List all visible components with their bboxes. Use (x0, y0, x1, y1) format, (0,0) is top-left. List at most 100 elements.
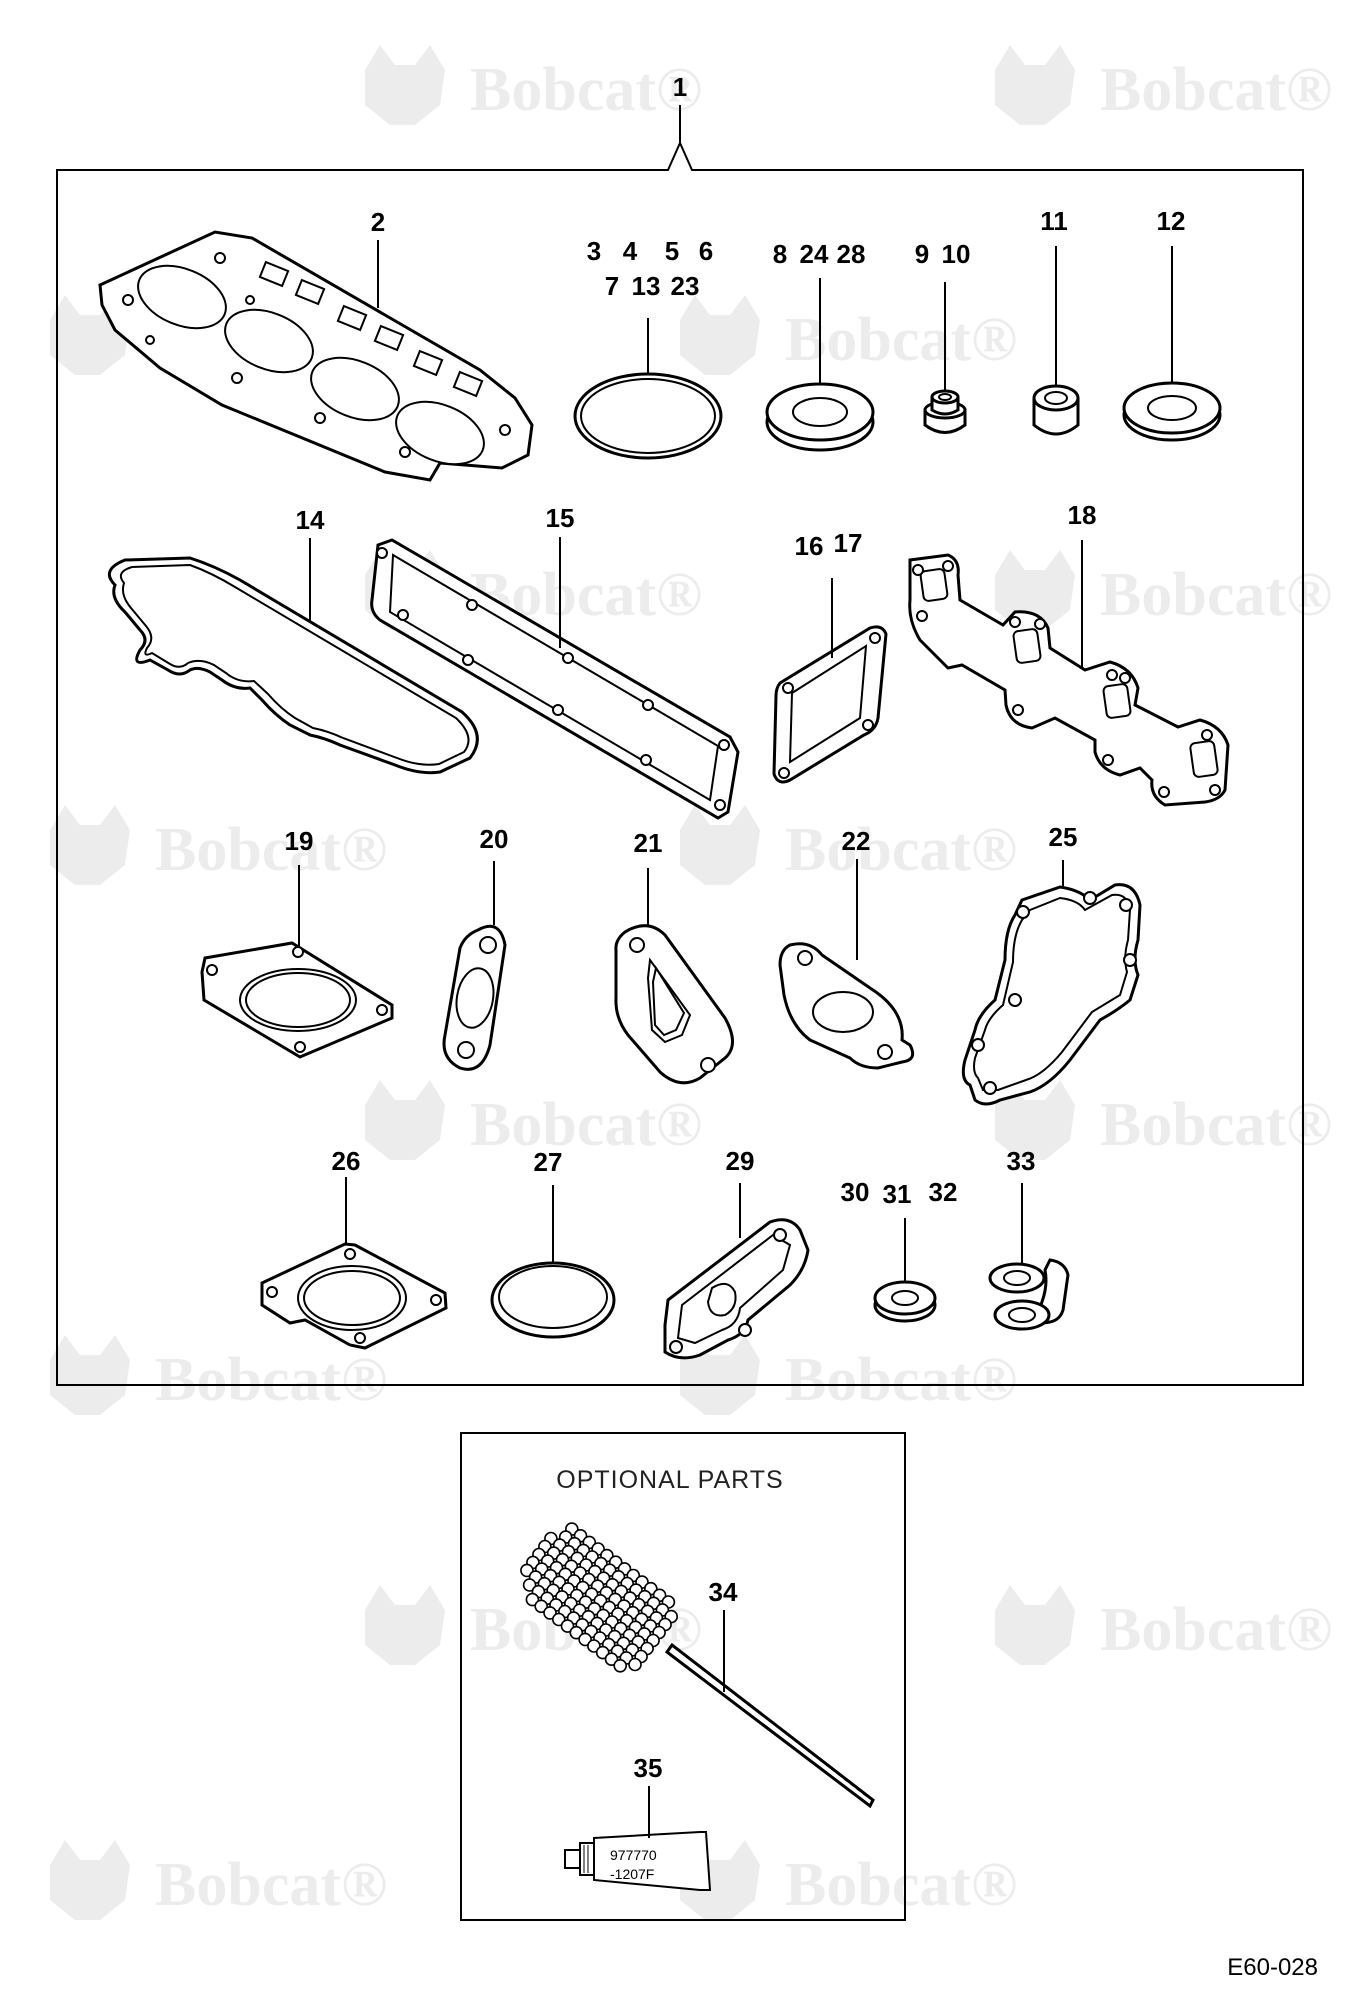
bobcat-watermark-text: Bobcat® (155, 1346, 387, 1414)
bobcat-logo-icon (995, 550, 1075, 630)
callout-28: 28 (837, 239, 866, 269)
callout-19: 19 (285, 826, 314, 856)
bobcat-watermark-text: Bobcat® (785, 306, 1017, 374)
part-29-cover-gasket (663, 1218, 810, 1360)
brush-ball (628, 1657, 642, 1672)
bobcat-watermark-text: Bobcat® (155, 816, 387, 884)
bobcat-watermark-text: Bobcat® (1100, 1091, 1332, 1159)
callout-20: 20 (480, 824, 509, 854)
tube-label-line-2: -1207F (610, 1866, 654, 1882)
bobcat-watermark-text: Bobcat® (1100, 1596, 1332, 1664)
optional-parts-frame (460, 1432, 906, 1921)
part-25-pump-gasket (961, 883, 1142, 1106)
callout-21: 21 (634, 828, 663, 858)
callout-35: 35 (634, 1753, 663, 1783)
brush-ball (613, 1659, 628, 1673)
bobcat-watermark-text: Bobcat® (1100, 56, 1332, 124)
brush-ball-cluster (520, 1522, 679, 1673)
callout-15: 15 (546, 503, 575, 533)
bobcat-watermark: Bobcat® (50, 805, 387, 885)
callout-13: 13 (632, 271, 661, 301)
bobcat-watermark: Bobcat® (50, 1840, 387, 1920)
callout-26: 26 (332, 1146, 361, 1176)
callout-9: 9 (915, 239, 929, 269)
brush-ball (587, 1639, 601, 1653)
callout-7: 7 (605, 271, 619, 301)
callout-33: 33 (1007, 1146, 1036, 1176)
part-3-o-ring-inner (580, 378, 716, 454)
bobcat-watermark: Bobcat® (995, 1080, 1332, 1160)
bobcat-watermark-text: Bobcat® (470, 1091, 702, 1159)
bobcat-watermark: Bobcat® (50, 1335, 387, 1415)
bobcat-watermark: Bobcat® (365, 1080, 702, 1160)
brush-ball (578, 1632, 592, 1647)
callout-10: 10 (942, 239, 971, 269)
bobcat-watermark: Bobcat® (680, 805, 1017, 885)
part-16-square-gasket (772, 625, 888, 784)
callout-6: 6 (699, 236, 713, 266)
part-26-gasket (260, 1242, 448, 1350)
bobcat-logo-icon (50, 805, 130, 885)
part-33-double-seal (988, 1258, 1070, 1331)
brush-ball (569, 1625, 584, 1640)
bobcat-logo-icon (365, 45, 445, 125)
kit-frame (56, 140, 1304, 1386)
optional-parts-title: OPTIONAL PARTS (556, 1466, 783, 1494)
callout-3: 3 (587, 236, 601, 266)
bobcat-watermark-text: Bobcat® (470, 56, 702, 124)
callout-23: 23 (671, 271, 700, 301)
callout-16: 16 (795, 531, 824, 561)
brush-ball (525, 1592, 540, 1607)
bobcat-logo-icon (995, 1080, 1075, 1160)
bobcat-watermark: Bobcat® (680, 295, 1017, 375)
part-15-manifold-gasket (370, 538, 740, 820)
brush-ball (595, 1645, 610, 1660)
bobcat-watermark-text: Bobcat® (1100, 561, 1332, 629)
callout-18: 18 (1068, 500, 1097, 530)
part-3-o-ring (573, 372, 723, 460)
callout-4: 4 (623, 236, 638, 266)
part-34-hone-brush (520, 1522, 875, 1809)
figure-id: E60-028 (1227, 1954, 1318, 1981)
bobcat-watermark-text: Bobcat® (155, 1851, 387, 1919)
part-12-washer (1122, 381, 1222, 442)
bobcat-logo-icon (50, 1840, 130, 1920)
callout-12: 12 (1157, 206, 1186, 236)
part-11-bushing (1032, 384, 1080, 436)
callout-29: 29 (726, 1146, 755, 1176)
callout-25: 25 (1049, 822, 1078, 852)
part-9-valve-stem-seal (923, 389, 967, 434)
part-8-seal (765, 382, 875, 452)
part-30-washer (873, 1280, 937, 1323)
brush-ball (522, 1578, 537, 1592)
callout-8: 8 (773, 239, 787, 269)
callout-30: 30 (841, 1177, 870, 1207)
bobcat-watermark: Bobcat® (680, 1335, 1017, 1415)
part-20-oval-gasket (442, 924, 507, 1071)
callout-27: 27 (534, 1147, 563, 1177)
bobcat-watermark-text: Bobcat® (785, 1851, 1017, 1919)
part-19-flange-gasket (200, 941, 394, 1059)
callout-31: 31 (883, 1179, 912, 1209)
bobcat-watermark-text: Bobcat® (785, 816, 1017, 884)
bobcat-watermark: Bobcat® (365, 45, 702, 125)
callout-2: 2 (371, 207, 385, 237)
part-2-head-gasket (98, 230, 534, 482)
bobcat-logo-icon (680, 295, 760, 375)
bobcat-logo-icon (680, 805, 760, 885)
callout-24: 24 (800, 239, 829, 269)
part-14-cover-gasket (107, 556, 479, 775)
bobcat-logo-icon (995, 1585, 1075, 1665)
part-18-exhaust-gasket (908, 553, 1230, 807)
bobcat-watermark: Bobcat® (995, 550, 1332, 630)
callout-22: 22 (842, 826, 871, 856)
brush-ball (560, 1619, 575, 1633)
callout-5: 5 (665, 236, 679, 266)
callout-11: 11 (1040, 206, 1068, 236)
part-22-port-gasket (778, 942, 915, 1070)
bobcat-watermark: Bobcat® (995, 1585, 1332, 1665)
bobcat-watermark: Bobcat® (680, 1840, 1017, 1920)
part-21-rect-gasket (614, 924, 734, 1085)
callout-1: 1 (673, 72, 687, 102)
